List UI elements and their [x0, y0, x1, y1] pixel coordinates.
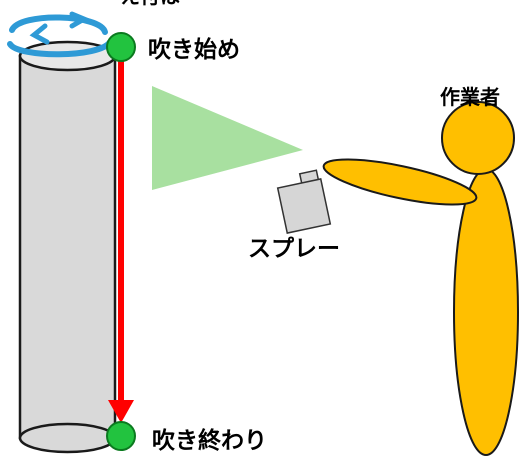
- pillar-bottom: [18, 422, 117, 454]
- pillar: [18, 40, 117, 454]
- start-marker-icon: [106, 32, 136, 62]
- worker-head: [441, 101, 515, 175]
- end-label: 吹き終わり: [152, 427, 267, 454]
- rotation-label: え付はー: [120, 0, 200, 8]
- worker-label: 作業者: [440, 85, 500, 109]
- spray-can-body: [276, 178, 332, 234]
- spray-label: スプレー: [248, 236, 340, 262]
- spray-can-icon: [276, 169, 332, 234]
- circular-arrow-icon: [7, 11, 113, 58]
- start-label: 吹き始め: [148, 36, 240, 63]
- end-marker-icon: [106, 421, 136, 451]
- pillar-body: [18, 54, 117, 440]
- spray-path-arrowhead: [108, 400, 134, 423]
- worker-body: [453, 168, 519, 456]
- worker-arm: [322, 158, 478, 206]
- spray-cone: [152, 86, 303, 190]
- worker-figure: [322, 101, 519, 456]
